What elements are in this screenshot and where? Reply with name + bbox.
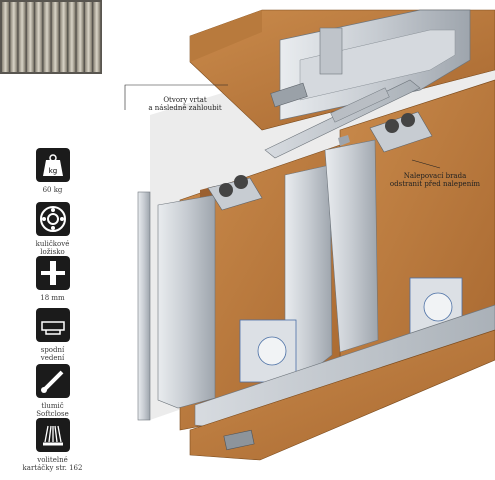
- holes-note: Otvory vrtat a následně zahloubit: [148, 96, 222, 112]
- left-door-profile: [157, 194, 216, 409]
- right-profile-top: [338, 135, 350, 146]
- center-profile-b: [324, 139, 379, 353]
- top-wood-beam-front: [190, 10, 262, 62]
- brush-strip-icon: [36, 418, 70, 452]
- bottom-stopper: [223, 429, 255, 451]
- finish-swatch: [0, 0, 102, 74]
- sticker-leader-line: [411, 159, 441, 169]
- softclose-icon: [36, 364, 70, 398]
- weight-kg-icon: kg: [36, 148, 70, 182]
- top-bracket-left: [207, 175, 263, 211]
- bottom-guide-icon: [36, 308, 70, 342]
- bottom-roller-left: [239, 319, 297, 383]
- holes-leader-line: [124, 84, 228, 110]
- top-bracket-right: [369, 111, 433, 153]
- guide-roller-row: [330, 87, 390, 123]
- rail-end-cap: [319, 27, 343, 75]
- bottom-wood-beam: [189, 329, 495, 461]
- sticker-note: Nalepovací brada odstranit před nalepení…: [389, 172, 481, 188]
- thickness-icon: [36, 256, 70, 290]
- svg-text:kg: kg: [49, 167, 58, 175]
- top-rail-inner: [299, 29, 456, 101]
- ball-bearing-icon: [36, 202, 70, 236]
- thin-vertical-profile: [137, 191, 151, 421]
- mounting-plate: [270, 82, 308, 108]
